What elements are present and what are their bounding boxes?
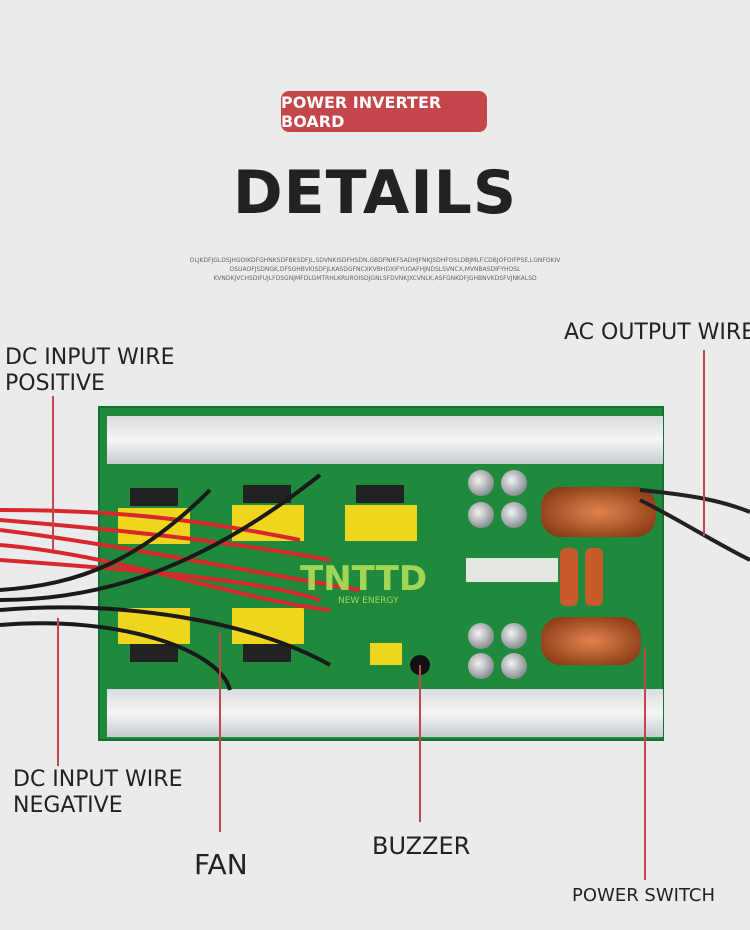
buzzer-relay xyxy=(370,643,402,665)
leader-ac-output xyxy=(703,350,705,536)
fine-text-line-1: OLJKDFJGLDSJHGOIKDFGHNKSDFBKSDFJL,SDVNKI… xyxy=(189,257,561,264)
leader-buzzer xyxy=(419,665,421,822)
watermark: TNTTD NEW ENERGY xyxy=(300,559,427,606)
negative-wires xyxy=(0,473,331,691)
label-dc-negative-line1: DC INPUT WIRE xyxy=(13,767,183,792)
section-badge: POWER INVERTER BOARD xyxy=(281,91,487,132)
label-power-switch: POWER SWITCH xyxy=(572,885,715,906)
watermark-brand: TNTTD xyxy=(300,559,427,599)
leader-dc-negative xyxy=(57,618,59,766)
label-fan: FAN xyxy=(194,848,248,881)
transformers xyxy=(118,485,417,662)
label-dc-negative-line2: NEGATIVE xyxy=(13,793,123,818)
bottom-heatsink xyxy=(107,689,663,737)
top-heatsink xyxy=(107,416,663,464)
label-dc-positive-line2: POSITIVE xyxy=(5,371,105,396)
leader-fan xyxy=(219,632,221,832)
positive-wires xyxy=(0,508,361,612)
leader-power-switch xyxy=(644,648,646,880)
label-dc-positive-line1: DC INPUT WIRE xyxy=(5,345,175,370)
label-ac-output: AC OUTPUT WIRE xyxy=(564,320,750,345)
inductor-coils xyxy=(541,487,656,665)
watermark-sub: NEW ENERGY xyxy=(338,596,399,606)
page-title: DETAILS xyxy=(232,158,518,228)
pin-header xyxy=(466,558,558,582)
capacitors xyxy=(468,470,527,679)
fine-text-line-2: OSUAOFJSDNGK,DFSGHBVKISDFJLKASDGFNCXKVBH… xyxy=(229,266,521,273)
fine-text-line-3: KVNDKJVCHSDIFUJLFDSGNJMFDLGMTRHLKRUROISD… xyxy=(213,275,537,282)
leader-dc-positive xyxy=(52,396,54,551)
label-buzzer: BUZZER xyxy=(372,832,471,860)
ac-output-wires xyxy=(639,488,750,562)
